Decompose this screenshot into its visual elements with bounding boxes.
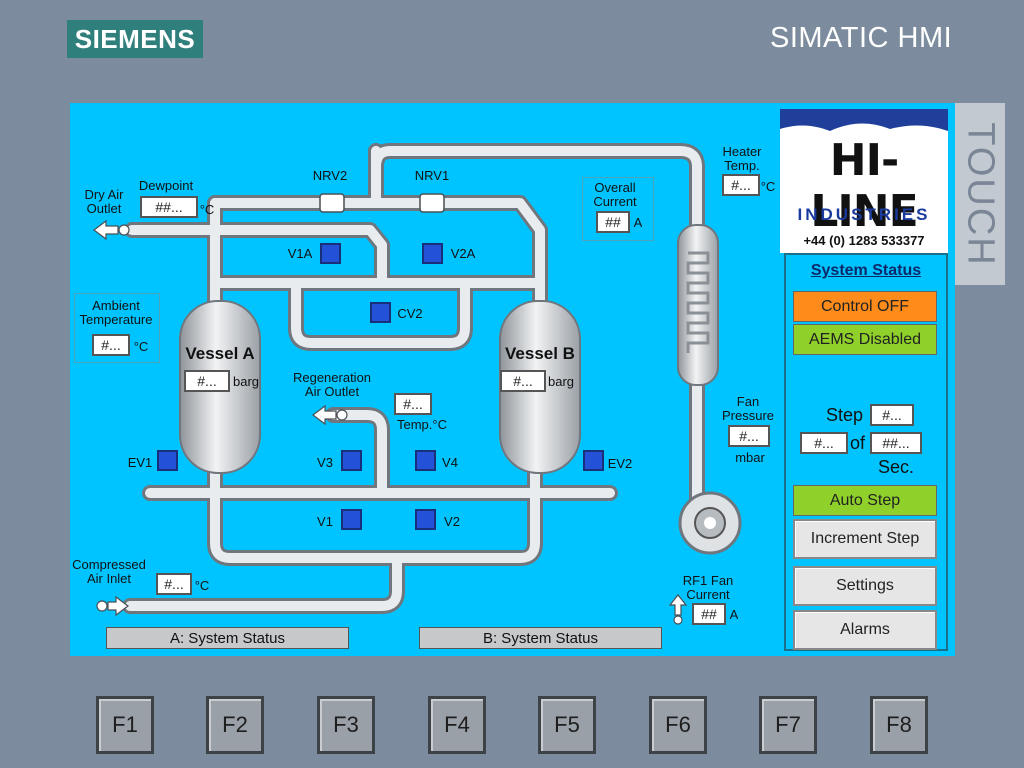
fan-current-unit: A (729, 607, 739, 622)
valve-ev2[interactable] (583, 450, 604, 471)
rf1-fan-current-label: RF1 Fan Current (682, 573, 734, 602)
mountain-icon (780, 109, 948, 131)
system-status-panel: System Status Control OFF AEMS Disabled … (784, 253, 948, 651)
ev2-label: EV2 (607, 456, 633, 471)
valve-ev1[interactable] (157, 450, 178, 471)
f8-key[interactable]: F8 (870, 696, 928, 754)
vessel-a-pressure-field[interactable]: #... (184, 370, 230, 392)
valve-v3[interactable] (341, 450, 362, 471)
f4-key[interactable]: F4 (428, 696, 486, 754)
valve-cv2[interactable] (370, 302, 391, 323)
overall-current-unit: A (633, 215, 643, 230)
v2a-label: V2A (450, 246, 476, 261)
increment-step-button[interactable]: Increment Step (793, 519, 937, 559)
step-total-field[interactable]: ##... (870, 432, 922, 454)
of-label: of (850, 433, 866, 453)
touch-strip (955, 103, 1005, 285)
step-field[interactable]: #... (870, 404, 914, 426)
siemens-logo: SIEMENS (67, 20, 203, 58)
ev1-label: EV1 (127, 455, 153, 470)
vessel-b-label: Vessel B (505, 344, 575, 363)
touch-label: TOUCH (959, 121, 1002, 267)
f2-key[interactable]: F2 (206, 696, 264, 754)
valve-v2a[interactable] (422, 243, 443, 264)
inlet-unit: °C (194, 578, 210, 593)
system-status-b-bar[interactable]: B: System Status (419, 627, 662, 649)
inlet-temp-field[interactable]: #... (156, 573, 192, 595)
dewpoint-label: Dewpoint (138, 178, 194, 193)
f1-key[interactable]: F1 (96, 696, 154, 754)
cv2-label: CV2 (397, 306, 423, 321)
logo-industries: INDUSTRIES (797, 205, 931, 224)
ambient-temperature-label: Ambient Temperature (79, 298, 153, 327)
valve-v1[interactable] (341, 509, 362, 530)
overall-current-label: Overall Current (593, 180, 637, 209)
sec-label: Sec. (878, 457, 915, 477)
f5-key[interactable]: F5 (538, 696, 596, 754)
alarms-button[interactable]: Alarms (793, 610, 937, 650)
dewpoint-unit: °C (199, 202, 215, 217)
regen-temp-unit: Temp.°C (397, 417, 447, 432)
f6-key[interactable]: F6 (649, 696, 707, 754)
regeneration-air-outlet-label: Regeneration Air Outlet (292, 370, 372, 399)
fan-current-field[interactable]: ## (692, 603, 726, 625)
hmi-screen: Dry Air Outlet Dewpoint ##... °C Ambient… (70, 103, 955, 656)
step-elapsed-field[interactable]: #... (800, 432, 848, 454)
v2-label: V2 (444, 514, 460, 529)
fan-pressure-unit: mbar (735, 450, 765, 465)
dewpoint-field[interactable]: ##... (140, 196, 198, 218)
auto-step-button[interactable]: Auto Step (793, 485, 937, 516)
v1-label: V1 (317, 514, 333, 529)
logo-name: HI-LINE (810, 135, 918, 237)
ambient-unit: °C (133, 339, 149, 354)
v4-label: V4 (442, 455, 458, 470)
system-status-title: System Status (810, 262, 922, 279)
valve-v1a[interactable] (320, 243, 341, 264)
f7-key[interactable]: F7 (759, 696, 817, 754)
valve-v4[interactable] (415, 450, 436, 471)
compressed-air-inlet-label: Compressed Air Inlet (72, 557, 146, 586)
vessel-a-unit: barg (232, 374, 260, 389)
fan-pressure-field[interactable]: #... (728, 425, 770, 447)
vessel-b-unit: barg (547, 374, 575, 389)
heater-temp-label: Heater Temp. (722, 144, 762, 173)
f3-key[interactable]: F3 (317, 696, 375, 754)
ambient-temperature-field[interactable]: #... (92, 334, 130, 356)
overall-current-field[interactable]: ## (596, 211, 630, 233)
function-keys: F1 F2 F3 F4 F5 F6 F7 F8 (0, 696, 1024, 758)
overall-current-box (582, 177, 654, 241)
valve-v2[interactable] (415, 509, 436, 530)
vessel-a-label: Vessel A (185, 344, 255, 363)
aems-status-button[interactable]: AEMS Disabled (793, 324, 937, 355)
regen-temp-field[interactable]: #... (394, 393, 432, 415)
fan-pressure-label: Fan Pressure (722, 394, 775, 423)
nrv1-label: NRV1 (414, 168, 450, 183)
heater-temp-field[interactable]: #... (722, 174, 760, 196)
v1a-label: V1A (287, 246, 313, 261)
control-status-button[interactable]: Control OFF (793, 291, 937, 322)
nrv2-label: NRV2 (312, 168, 348, 183)
ambient-temperature-box (74, 293, 160, 363)
vessel-b-pressure-field[interactable]: #... (500, 370, 546, 392)
dry-air-outlet-label: Dry Air Outlet (84, 187, 124, 216)
v3-label: V3 (317, 455, 333, 470)
logo-phone: +44 (0) 1283 533377 (803, 233, 925, 248)
piping-diagram (93, 143, 742, 625)
system-status-a-bar[interactable]: A: System Status (106, 627, 349, 649)
simatic-hmi-title: SIMATIC HMI (770, 22, 953, 54)
step-label: Step (826, 405, 864, 425)
hi-line-logo: HI-LINE INDUSTRIES +44 (0) 1283 533377 (780, 109, 948, 253)
heater-temp-unit: °C (760, 179, 776, 194)
settings-button[interactable]: Settings (793, 566, 937, 606)
